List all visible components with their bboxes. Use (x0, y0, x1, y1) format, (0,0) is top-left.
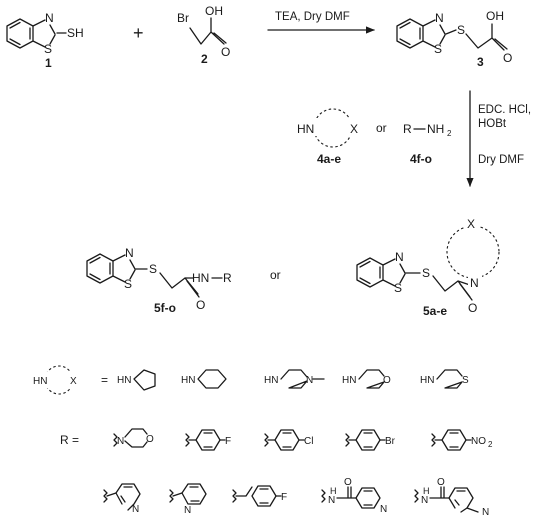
compound-3-structure: N S S OH O (396, 9, 512, 65)
atom-n: N (117, 436, 124, 447)
atom-o: O (383, 375, 391, 386)
atom-o: O (221, 45, 230, 59)
atom-br: Br (177, 11, 189, 25)
compound-4fo-label: 4f-o (410, 152, 432, 166)
atom-x: X (467, 217, 475, 231)
atom-h: H (330, 486, 337, 496)
r-group-2-pyridyl: N (169, 483, 207, 516)
atom-s-linker: S (149, 262, 157, 276)
conditions-2-line-2: HOBt (478, 118, 507, 130)
atom-no: NO (471, 436, 486, 447)
atom-oh: OH (486, 9, 504, 23)
atom-hn: HN (297, 122, 314, 136)
methylpiperazine-structure: HN N (264, 369, 325, 389)
atom-n: N (45, 11, 54, 25)
atom-hn: HN (33, 376, 47, 387)
r-group-morpholino: N O (113, 428, 154, 448)
r-group-fluorobenzyl: F (232, 485, 287, 507)
atom-hn: HN (420, 375, 434, 386)
plus-sign: + (133, 23, 144, 43)
atom-n: N (125, 246, 134, 260)
compound-3-label: 3 (477, 55, 484, 69)
atom-hn: HN (264, 375, 278, 386)
atom-n-ring: N (482, 507, 489, 518)
thiomorpholine-structure: HN S (420, 369, 469, 389)
atom-s: S (124, 277, 132, 291)
compound-4ae-structure: HN X (297, 108, 360, 148)
atom-o: O (344, 477, 352, 488)
atom-o: O (437, 477, 445, 488)
atom-sh: SH (67, 26, 84, 40)
piperidine-structure: HN (181, 369, 227, 389)
atom-s: S (44, 42, 52, 56)
compound-2-label: 2 (201, 52, 208, 66)
atom-n: N (328, 495, 335, 506)
pyrrolidine-structure: HN (117, 369, 156, 391)
atom-s-linker: S (457, 23, 465, 37)
r-group-bromophenyl: Br (345, 429, 396, 451)
morpholine-structure: HN O (342, 369, 391, 389)
atom-r: R (403, 122, 412, 136)
conditions-1: TEA, Dry DMF (275, 11, 350, 23)
r-group-isonicotinamide: H N O N (321, 477, 387, 515)
atom-hn: HN (192, 271, 209, 285)
atom-n: N (435, 11, 444, 25)
atom-h: H (423, 486, 430, 496)
atom-s: S (434, 42, 442, 56)
atom-s-linker: S (422, 266, 430, 280)
atom-subscript: 2 (488, 440, 493, 449)
conditions-2-line-3: Dry DMF (478, 154, 524, 166)
atom-n: N (395, 250, 404, 264)
atom-s: S (462, 375, 469, 386)
atom-f: F (281, 492, 287, 503)
compound-5ae-structure: N S S X N O (356, 215, 500, 315)
or-connector-2: or (270, 268, 281, 282)
compound-2-structure: Br OH O (177, 4, 230, 59)
r-group-nitrophenyl: NO 2 (431, 429, 493, 451)
atom-n: N (184, 505, 191, 516)
atom-n: N (132, 504, 139, 515)
atom-hn: HN (117, 375, 131, 386)
atom-n: N (421, 495, 428, 506)
or-connector-1: or (376, 121, 387, 135)
atom-hn: HN (342, 375, 356, 386)
atom-cl: Cl (304, 436, 313, 447)
r-equals-label: R = (60, 433, 79, 447)
atom-f: F (225, 436, 231, 447)
compound-4fo-structure: R NH 2 (403, 122, 452, 138)
atom-o: O (503, 51, 512, 65)
atom-o: O (196, 298, 205, 312)
atom-oh: OH (205, 4, 223, 18)
conditions-2-line-1: EDC. HCl, (478, 104, 531, 116)
compound-4ae-label: 4a-e (317, 152, 341, 166)
atom-x: X (70, 376, 77, 387)
atom-n-ring: N (470, 276, 479, 290)
r-group-nicotinamide: H N O N (414, 477, 489, 518)
atom-o: O (146, 434, 154, 445)
compound-5ae-label: 5a-e (423, 304, 447, 318)
r-group-fluorophenyl: F (185, 429, 231, 451)
atom-o: O (468, 301, 477, 315)
cyclic-amine-generic: HN X (33, 365, 80, 395)
atom-subscript: 2 (447, 129, 452, 138)
compound-5fo-structure: N S S HN R O (86, 246, 232, 312)
atom-nh: NH (427, 122, 444, 136)
atom-s: S (394, 281, 402, 295)
r-group-chlorophenyl: Cl (264, 429, 313, 451)
equals-sign: = (101, 373, 108, 387)
atom-x: X (350, 122, 358, 136)
compound-5fo-label: 5f-o (154, 301, 176, 315)
compound-1-label: 1 (45, 56, 52, 70)
atom-n: N (306, 375, 313, 386)
compound-1-structure: N S SH (6, 11, 84, 56)
atom-br: Br (385, 436, 396, 447)
r-group-3-pyridyl: N (103, 483, 141, 515)
atom-hn: HN (181, 375, 195, 386)
atom-n-ring: N (380, 504, 387, 515)
atom-r: R (223, 271, 232, 285)
